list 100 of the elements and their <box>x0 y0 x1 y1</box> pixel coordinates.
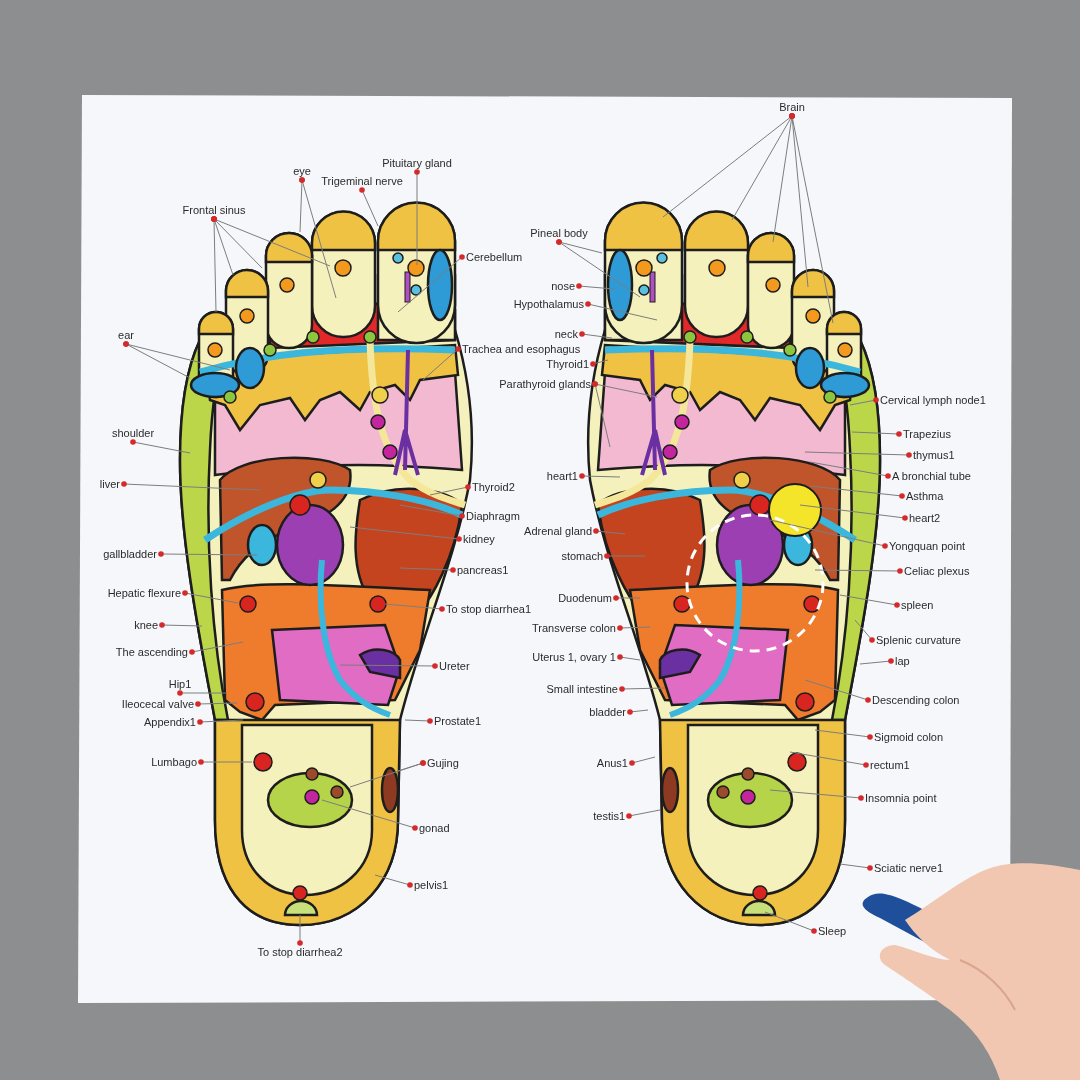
part-label: Small intestine <box>542 682 622 696</box>
leader-line <box>397 254 465 313</box>
leader-line <box>339 663 438 669</box>
part-label: Pituitary gland <box>382 154 452 172</box>
part-label: ear <box>118 326 134 344</box>
part-label: The ascending <box>111 645 192 659</box>
part-label: Hip1 <box>168 675 192 693</box>
leader-line <box>629 756 656 766</box>
part-label: gallbladder <box>99 547 161 561</box>
part-label: Thyroid1 <box>542 357 593 371</box>
part-label: Sigmoid colon <box>870 730 948 744</box>
part-label: bladder <box>585 705 630 719</box>
leader-line <box>182 590 239 604</box>
leader-line <box>422 346 461 381</box>
part-label: Yongquan point <box>885 539 970 553</box>
leader-line <box>158 551 258 557</box>
part-label: Gujing <box>423 756 463 770</box>
part-label: spleen <box>897 598 938 612</box>
leader-line <box>399 504 465 519</box>
leader-line <box>121 481 261 491</box>
part-label: Insomnia point <box>861 791 941 805</box>
part-label: Thyroid2 <box>468 480 519 494</box>
part-label: Parathyroid glands <box>495 377 595 391</box>
part-label: stomach <box>557 549 607 563</box>
part-label: thymus1 <box>909 448 959 462</box>
leader-line <box>809 461 891 479</box>
part-label: eye <box>293 162 311 180</box>
part-label: Lumbago <box>147 755 201 769</box>
leader-line <box>299 177 337 299</box>
leader-line <box>839 863 873 871</box>
leader-line <box>297 914 303 946</box>
leader-line <box>414 169 420 266</box>
part-label: Anus1 <box>592 756 632 770</box>
part-label: gonad <box>415 821 454 835</box>
part-label: Diaphragm <box>462 509 524 523</box>
part-label: Uterus 1, ovary 1 <box>528 650 620 664</box>
leader-line <box>359 187 379 227</box>
part-label: lap <box>891 654 914 668</box>
part-label: Transverse colon <box>528 621 620 635</box>
part-label: To stop diarrhea1 <box>442 602 535 616</box>
part-label: Sleep <box>814 924 851 938</box>
part-label: nose <box>547 279 579 293</box>
part-label: Asthma <box>902 489 948 503</box>
part-label: Ureter <box>435 659 474 673</box>
leader-line <box>626 809 661 819</box>
part-label: liver <box>95 477 124 491</box>
part-label: testis1 <box>589 809 629 823</box>
part-label: Brain <box>779 98 805 116</box>
part-label: Cervical lymph node1 <box>876 393 990 407</box>
part-label: Descending colon <box>868 693 964 707</box>
part-label: Trapezius <box>899 427 955 441</box>
part-label: pancreas1 <box>453 563 513 577</box>
part-label: neck <box>550 327 582 341</box>
leader-line <box>576 283 615 290</box>
leader-line <box>764 911 817 934</box>
part-label: To stop diarrhea2 <box>257 943 343 961</box>
leader-line <box>195 701 238 707</box>
leader-line <box>374 874 413 888</box>
part-label: rectum1 <box>866 758 914 772</box>
part-label: heart1 <box>542 469 582 483</box>
part-label: Duodenum <box>554 591 616 605</box>
leader-line <box>384 603 445 612</box>
part-label: heart2 <box>905 511 945 525</box>
part-label: Cerebellum <box>462 250 527 264</box>
part-label: Trigeminal nerve <box>321 172 403 190</box>
part-label: knee <box>130 618 162 632</box>
leader-line <box>429 484 471 496</box>
leader-line <box>617 625 651 631</box>
leader-line <box>197 719 244 725</box>
leader-line <box>399 567 456 573</box>
leader-line <box>404 718 433 724</box>
leader-line <box>627 709 649 715</box>
part-label: Frontal sinus <box>182 201 246 219</box>
part-label: A bronchial tube <box>888 469 975 483</box>
part-label: Splenic curvature <box>872 633 965 647</box>
leader-line <box>198 759 253 765</box>
leader-line <box>177 690 228 696</box>
part-label: Pineal body <box>530 224 588 242</box>
leader-line <box>590 359 609 367</box>
part-label: Celiac plexus <box>900 564 974 578</box>
part-label: pelvis1 <box>410 878 453 892</box>
leader-line <box>349 526 462 542</box>
leader-line <box>321 799 418 831</box>
part-label: Sciatic nerve1 <box>870 861 948 875</box>
leader-line <box>123 341 191 379</box>
leader-line <box>159 622 203 628</box>
leader-line <box>189 641 244 655</box>
part-label: Prostate1 <box>430 714 486 728</box>
leader-line <box>579 473 621 479</box>
part-label: Hypothalamus <box>509 297 588 311</box>
leader-line <box>585 301 658 321</box>
leader-line <box>394 760 426 773</box>
part-label: Adrenal gland <box>520 524 596 538</box>
leader-line <box>617 654 641 661</box>
leader-line <box>130 439 191 454</box>
leader-line <box>211 216 331 267</box>
part-label: shoulder <box>111 424 155 442</box>
part-label: kidney <box>459 532 499 546</box>
part-label: Ileocecal valve <box>117 697 198 711</box>
leader-line <box>556 239 641 298</box>
